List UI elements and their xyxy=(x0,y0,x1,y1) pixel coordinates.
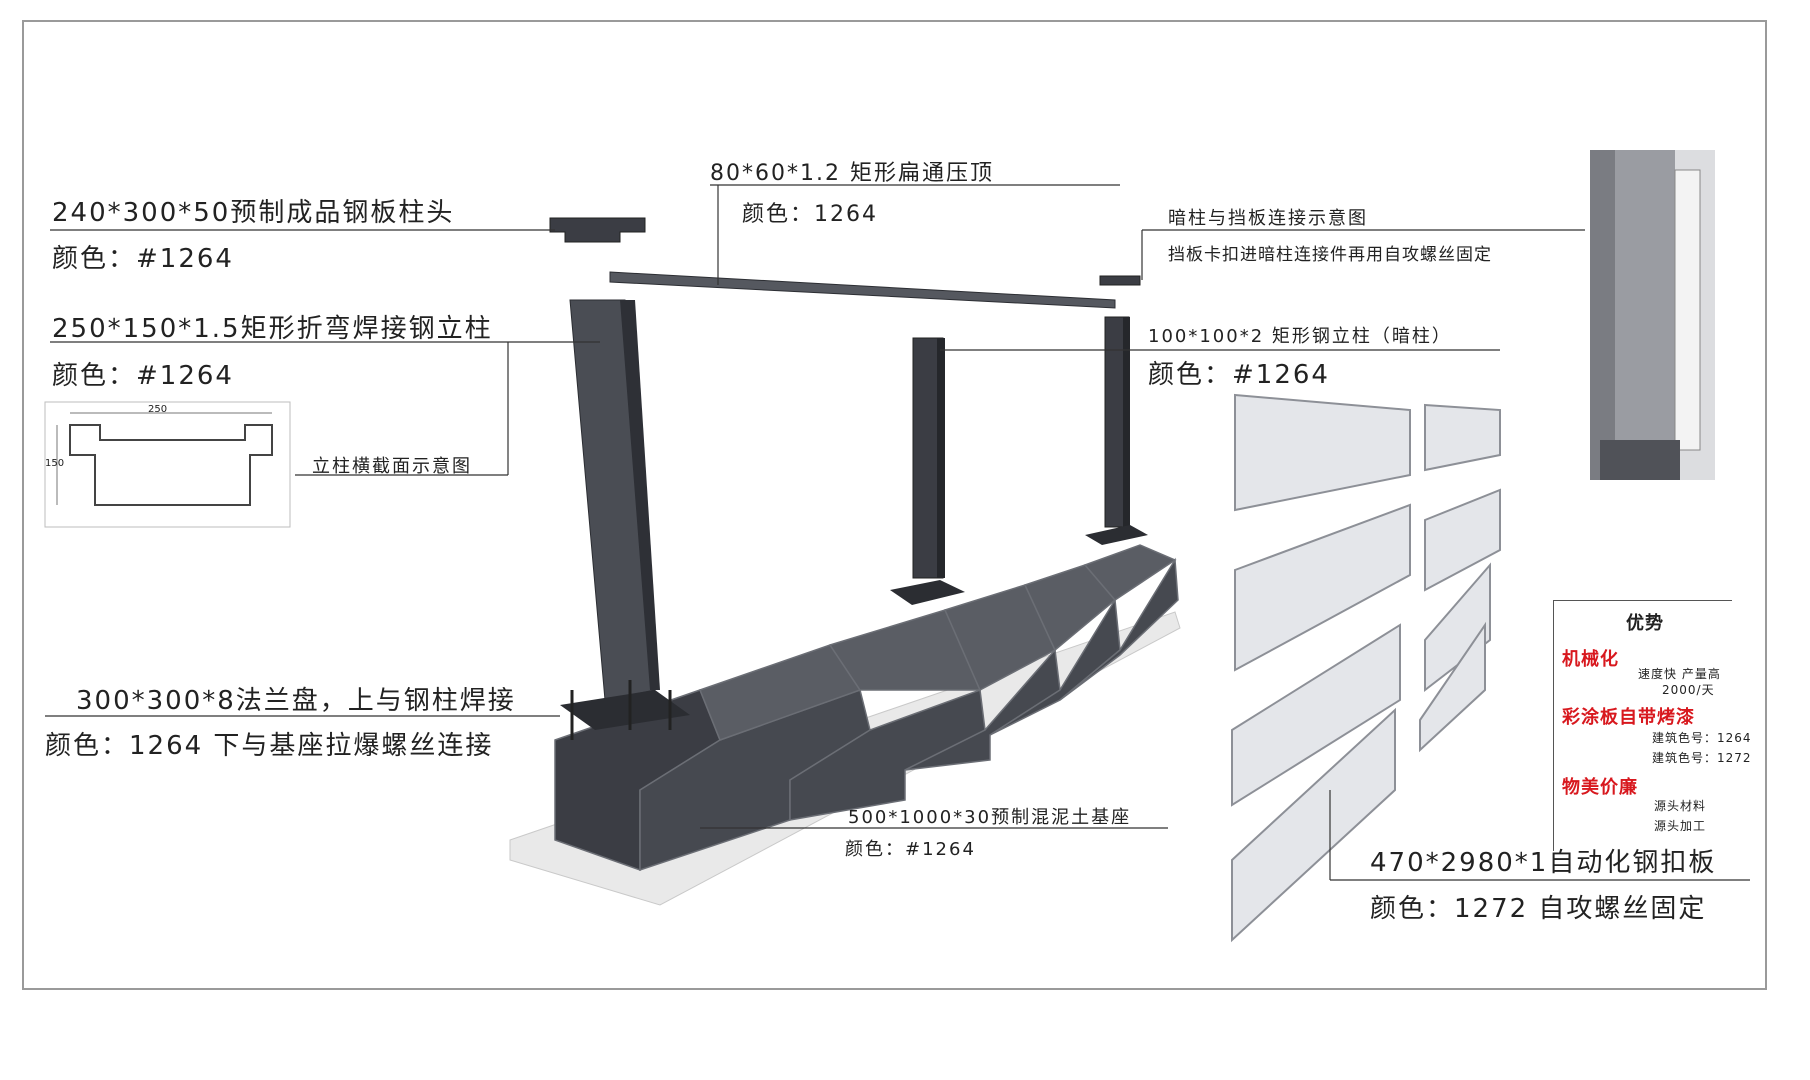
top-rail xyxy=(609,271,1116,309)
column-title: 250*150*1.5矩形折弯焊接钢立柱 xyxy=(52,314,493,344)
top-rail-color: 颜色：1264 xyxy=(742,202,878,227)
base-color: 颜色：#1264 xyxy=(845,839,976,860)
right-hidden-column xyxy=(1085,316,1148,545)
section-inset xyxy=(44,401,291,528)
section-dim-width: 250 xyxy=(148,404,168,415)
top-rail-title: 80*60*1.2 矩形扁通压顶 xyxy=(710,161,994,186)
hidden-column-diagram-title: 暗柱与挡板连接示意图 xyxy=(1168,208,1368,229)
left-flange-plate xyxy=(560,680,690,740)
left-steel-column xyxy=(569,299,660,701)
prefab-base xyxy=(554,544,1179,872)
advantage-detail: 建筑色号：1264 xyxy=(1652,731,1752,745)
section-dim-height: 150 xyxy=(45,458,65,469)
flange-color: 颜色：1264 下与基座拉爆螺丝连接 xyxy=(45,731,494,761)
cap-color: 颜色：#1264 xyxy=(52,244,234,274)
cap-title: 240*300*50预制成品钢板柱头 xyxy=(52,198,455,228)
panel-color: 颜色：1272 自攻螺丝固定 xyxy=(1370,894,1707,924)
hidden-column-color: 颜色：#1264 xyxy=(1148,360,1330,390)
advantage-detail: 源头材料 xyxy=(1654,799,1707,813)
column-color: 颜色：#1264 xyxy=(52,361,234,391)
middle-steel-column xyxy=(890,337,965,605)
flange-title: 300*300*8法兰盘，上与钢柱焊接 xyxy=(76,686,516,716)
advantages-title: 优势 xyxy=(1626,613,1664,634)
diagram-frame xyxy=(22,20,1767,990)
panel-title: 470*2980*1自动化钢扣板 xyxy=(1370,848,1717,878)
advantages-box: 优势 机械化 速度快 产量高 2000/天 彩涂板自带烤漆 建筑色号：1264 … xyxy=(1553,600,1751,851)
connection-inset-photo xyxy=(1590,150,1715,480)
steel-panels-right xyxy=(1419,403,1501,753)
advantage-detail: 2000/天 xyxy=(1662,683,1715,697)
leader-lines xyxy=(45,184,1750,881)
advantage-heading: 机械化 xyxy=(1562,649,1619,670)
advantage-detail: 建筑色号：1272 xyxy=(1652,751,1752,765)
steel-panels-left xyxy=(1231,393,1411,943)
advantage-heading: 物美价廉 xyxy=(1562,777,1638,798)
hidden-column-description: 挡板卡扣进暗柱连接件再用自攻螺丝固定 xyxy=(1168,245,1492,265)
column-cap-left xyxy=(549,217,646,243)
advantage-detail: 源头加工 xyxy=(1654,819,1707,833)
base-title: 500*1000*30预制混泥土基座 xyxy=(848,807,1132,828)
section-caption: 立柱横截面示意图 xyxy=(312,456,472,477)
advantage-detail: 速度快 产量高 xyxy=(1638,667,1721,681)
column-cap-right xyxy=(1099,275,1141,286)
advantage-heading: 彩涂板自带烤漆 xyxy=(1562,707,1695,728)
hidden-column-title: 100*100*2 矩形钢立柱（暗柱） xyxy=(1148,326,1452,347)
